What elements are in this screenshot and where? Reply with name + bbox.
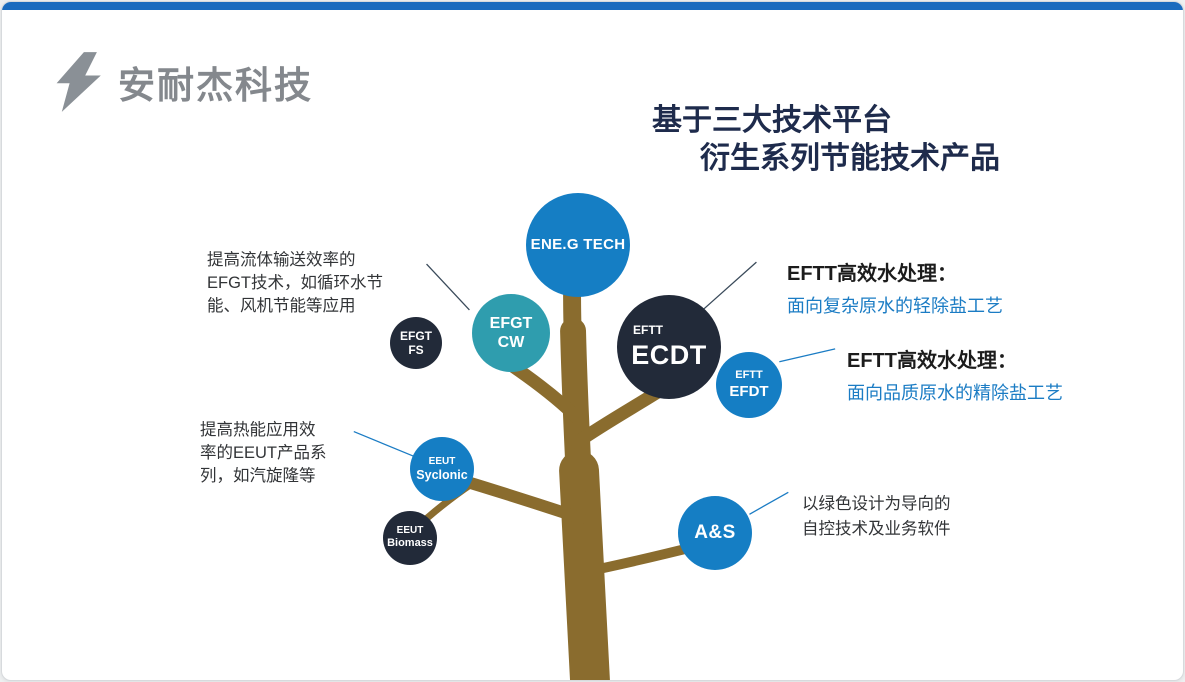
annotation-efgt-line2: EFGT技术，如循环水节	[207, 274, 383, 292]
node-eftt-ecdt-tag: EFTT	[633, 322, 663, 337]
node-efgt-cw-line1: EFGT	[489, 314, 533, 332]
node-eeut-syclonic-label: Syclonic	[416, 467, 468, 482]
node-efgt-cw: EFGT CW	[472, 294, 550, 372]
trunk-lower	[559, 450, 610, 680]
title-line-1: 基于三大技术平台	[652, 104, 892, 137]
annotation-a-and-s: 以绿色设计为导向的 自控技术及业务软件	[802, 492, 951, 542]
node-eeut-biomass-tag: EEUT	[396, 525, 424, 537]
node-eeut-biomass: EEUT Biomass	[383, 511, 437, 565]
annotation-efgt: 提高流体输送效率的 EFGT技术，如循环水节 能、风机节能等应用	[207, 249, 383, 318]
connector-efdt-annotation	[779, 348, 836, 363]
connector-ecdt-annotation	[701, 261, 757, 312]
trunk-middle	[560, 317, 592, 494]
annotation-eeut-line1: 提高热能应用效	[200, 421, 316, 439]
branch-efgt-cw	[502, 357, 585, 426]
annotation-eftt-ecdt-detail: 面向复杂原水的轻除盐工艺	[787, 296, 1003, 316]
node-eeut-syclonic-tag: EEUT	[428, 455, 456, 467]
node-efgt-fs-line2: FS	[408, 343, 424, 357]
node-eftt-ecdt-label: ECDT	[631, 340, 707, 370]
annotation-a-and-s-line2: 自控技术及业务软件	[802, 520, 951, 538]
connector-as-annotation	[749, 491, 789, 515]
node-eftt-ecdt: EFTT ECDT	[617, 295, 721, 399]
annotation-eeut-line2: 率的EEUT产品系	[200, 444, 327, 462]
connector-eeut-annotation	[353, 430, 417, 459]
node-eftt-efdt-tag: EFTT	[735, 369, 763, 382]
branch-eeut	[449, 472, 588, 525]
annotation-a-and-s-line1: 以绿色设计为导向的	[802, 495, 951, 513]
annotation-eftt-efdt-detail: 面向品质原水的精除盐工艺	[847, 383, 1063, 403]
node-eeut-biomass-label: Biomass	[387, 537, 433, 550]
title-line-2: 衍生系列节能技术产品	[700, 142, 1000, 175]
connector-efgt-annotation	[426, 263, 470, 311]
node-eftt-efdt-label: EFDT	[729, 382, 769, 400]
slide-title: 基于三大技术平台 衍生系列节能技术产品	[652, 102, 1000, 178]
node-eftt-efdt: EFTT EFDT	[716, 352, 782, 418]
annotation-efgt-line3: 能、风机节能等应用	[207, 297, 356, 315]
annotation-eftt-ecdt-heading: EFTT高效水处理：	[787, 263, 957, 285]
node-efgt-fs-line1: EFGT	[400, 328, 432, 343]
node-ene-g-tech-label: ENE.G TECH	[530, 236, 626, 253]
annotation-eftt-ecdt: EFTT高效水处理： 面向复杂原水的轻除盐工艺	[787, 257, 1003, 318]
top-accent-bar	[2, 2, 1183, 10]
company-name: 安耐杰科技	[118, 65, 313, 106]
node-efgt-fs: EFGT FS	[390, 317, 442, 369]
annotation-eftt-efdt-heading: EFTT高效水处理：	[847, 350, 1017, 372]
logo: 安耐杰科技	[54, 52, 313, 112]
annotation-eftt-efdt: EFTT高效水处理： 面向品质原水的精除盐工艺	[847, 344, 1063, 405]
annotation-eeut: 提高热能应用效 率的EEUT产品系 列，如汽旋隆等	[200, 419, 327, 488]
node-ene-g-tech: ENE.G TECH	[526, 193, 630, 297]
annotation-eeut-line3: 列，如汽旋隆等	[200, 467, 316, 485]
branch-ecdt	[570, 386, 664, 449]
annotation-efgt-line1: 提高流体输送效率的	[207, 251, 356, 269]
node-a-and-s-label: A&S	[694, 521, 736, 543]
node-efgt-cw-line2: CW	[497, 334, 525, 351]
lightning-bolt-icon	[56, 52, 101, 112]
node-eeut-syclonic: EEUT Syclonic	[410, 437, 474, 501]
node-a-and-s: A&S	[678, 496, 752, 570]
